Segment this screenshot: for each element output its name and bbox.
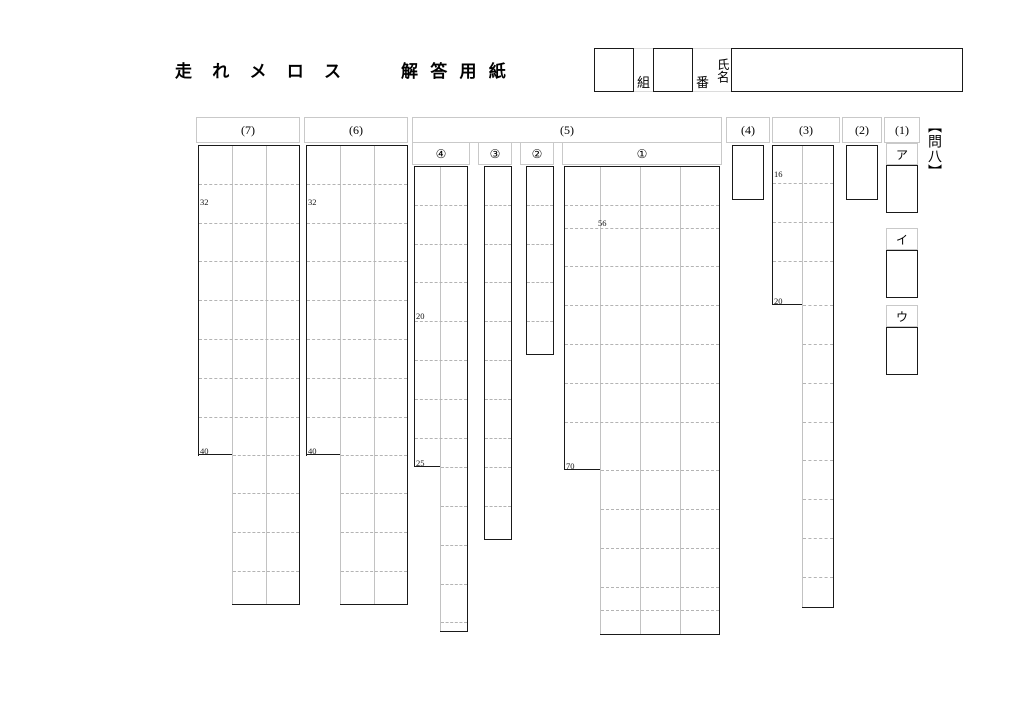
- number-label: 番: [693, 48, 712, 92]
- answer-label-q1-u: ウ: [886, 305, 918, 327]
- number-input[interactable]: [653, 48, 693, 92]
- column-header-q3: (3): [772, 117, 840, 143]
- name-label: 氏名: [712, 48, 731, 92]
- char-count-marker-q3-20: 20: [774, 296, 783, 306]
- answer-box-q1-a[interactable]: [886, 165, 918, 213]
- column-header-q5: (5): [412, 117, 722, 143]
- column-header-q1: (1): [884, 117, 920, 143]
- section-label-question-8: 【問八】: [926, 119, 941, 179]
- char-count-marker-q3-16: 16: [774, 169, 783, 179]
- column-subheader-q5-3: ③: [478, 143, 512, 165]
- title-sub-text: 解 答 用 紙: [401, 62, 510, 81]
- char-count-marker-q6-32: 32: [308, 197, 317, 207]
- column-header-q7: (7): [196, 117, 300, 143]
- char-count-marker-q7-40: 40: [200, 446, 209, 456]
- class-label: 組: [634, 48, 653, 92]
- answer-box-q4[interactable]: [732, 145, 764, 200]
- column-header-q4: (4): [726, 117, 770, 143]
- answer-box-q1-u[interactable]: [886, 327, 918, 375]
- title-main-text: 走 れ メ ロ ス: [175, 62, 349, 81]
- char-count-marker-q5-1-70: 70: [566, 461, 575, 471]
- answer-box-q2[interactable]: [846, 145, 878, 200]
- answer-label-q1-i: イ: [886, 228, 918, 250]
- char-count-marker-q7-32: 32: [200, 197, 209, 207]
- name-input[interactable]: [731, 48, 963, 92]
- column-subheader-q5-1: ①: [562, 143, 722, 165]
- sheet-title: 走 れ メ ロ ス 解 答 用 紙: [175, 57, 510, 82]
- char-count-marker-q5-4-25: 25: [416, 458, 425, 468]
- column-header-q6: (6): [304, 117, 408, 143]
- char-count-marker-q6-40: 40: [308, 446, 317, 456]
- class-input[interactable]: [594, 48, 634, 92]
- char-count-marker-q5-4-20: 20: [416, 311, 425, 321]
- char-count-marker-q5-1-56: 56: [598, 218, 607, 228]
- column-header-q2: (2): [842, 117, 882, 143]
- student-info-bar: 組 番 氏名: [594, 48, 963, 92]
- column-subheader-q5-4: ④: [412, 143, 470, 165]
- column-subheader-q5-2: ②: [520, 143, 554, 165]
- answer-label-q1-a: ア: [886, 143, 918, 165]
- answer-box-q1-i[interactable]: [886, 250, 918, 298]
